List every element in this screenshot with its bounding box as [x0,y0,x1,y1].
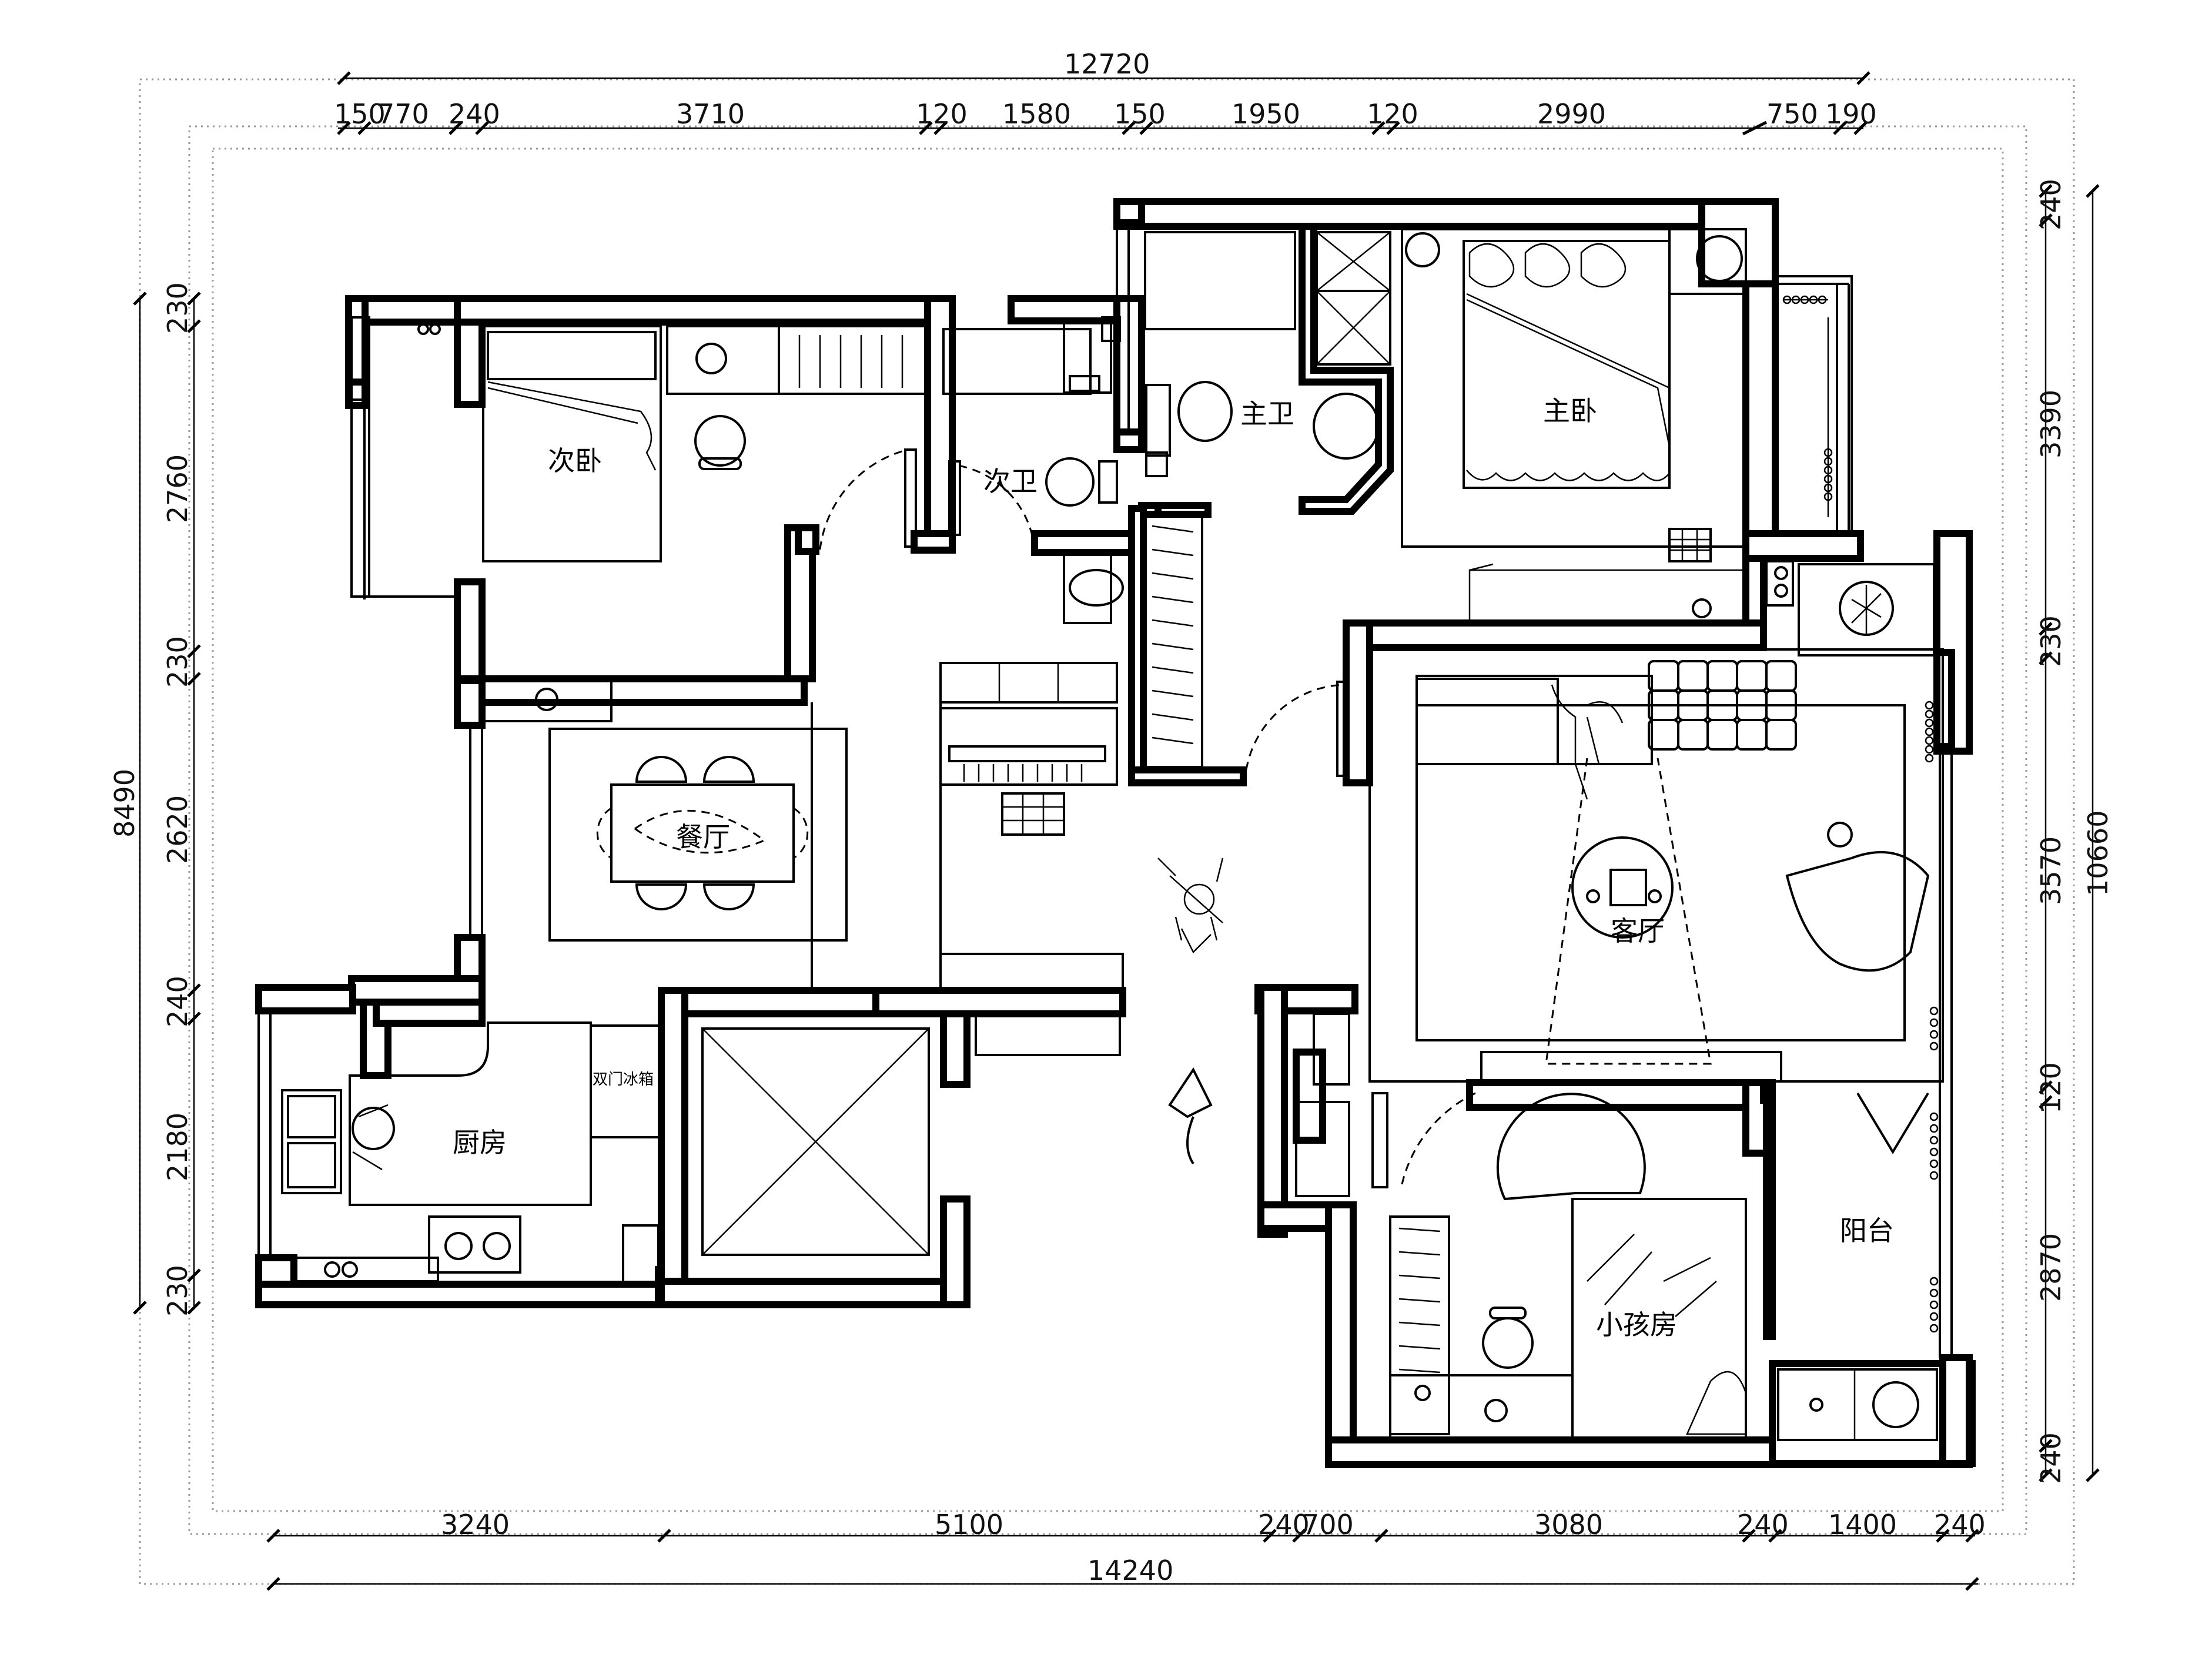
inner-frame-2 [212,148,2004,1512]
dim-top-3: 240 [449,98,500,130]
dim-top-5: 120 [916,98,968,130]
dim-bottom-6: 240 [1737,1509,1789,1540]
master-balcony-coils [1782,295,1833,501]
kitchen-fixtures [281,1021,662,1285]
corridor-door-leaf [1336,681,1349,777]
balcony-door [1856,1092,1929,1154]
top-dimensions: 12720 150 770 240 3710 120 1580 150 1950… [334,48,1877,136]
dim-left-2: 2760 [162,454,193,523]
living-radiator [1925,701,1939,1333]
dim-top-11: 750 [1766,98,1818,130]
sink-drain [1809,1398,1823,1412]
dim-right-5: 120 [2035,1062,2067,1114]
small-cabinet [1765,560,1794,607]
dim-right-2: 3390 [2035,390,2067,458]
dim-left-1: 230 [162,282,193,334]
dining-furniture [481,678,848,942]
small-cabinet-knob-1 [1774,566,1788,580]
dim-left-total: 8490 [109,769,140,838]
living-label: 客厅 [1611,915,1665,947]
corridor-cabinet [1142,513,1747,768]
dim-right-total: 10660 [2082,810,2114,896]
left-balcony-drain [417,323,429,335]
dim-left-4: 2620 [162,795,193,864]
bottom-dimensions: 3240 5100 240 700 3080 240 1400 240 1424… [266,1509,1986,1591]
dim-top-2: 770 [377,98,429,130]
left-dimensions: 8490 230 2760 230 2620 240 2180 230 [109,282,201,1317]
dim-left-7: 230 [162,1265,193,1317]
dim-right-1: 240 [2035,179,2067,230]
dim-top-7: 150 [1114,98,1166,130]
living-furniture [1368,648,1944,1083]
washer-drum [1872,1381,1919,1428]
person-figure [1157,858,1224,954]
elevator-shaft [701,1027,930,1256]
dim-bottom-3: 240 [1258,1509,1310,1540]
second-bedroom-door-leaf [904,448,917,548]
washer-unit [1777,1368,1938,1441]
dim-top-9: 120 [1367,98,1418,130]
plant-box [1798,563,1935,656]
inner-frame [188,125,2027,1535]
master-bath-fixtures [1144,231,1391,477]
dim-right-4: 3570 [2035,836,2067,905]
second-bath-fixtures [942,316,1124,624]
second-bath-door-arc [949,463,1036,550]
kids-room-label: 小孩房 [1596,1309,1677,1341]
dim-left-5: 240 [162,976,193,1027]
thin-partitions [257,226,1953,1358]
dim-left-3: 230 [162,636,193,688]
second-bath-door-leaf [948,460,961,536]
second-bedroom-furniture [482,325,927,562]
second-bedroom-door-arc [819,448,909,550]
dim-top-6: 1580 [1002,98,1071,130]
master-balcony-radiator [1784,299,1829,517]
dim-right-7: 240 [2035,1432,2067,1484]
plant-stem [1851,585,1882,635]
dim-top-10: 2990 [1537,98,1606,130]
dining-label: 餐厅 [676,821,730,853]
dim-bottom-7: 1400 [1828,1509,1897,1540]
master-balcony [1774,275,1853,536]
master-bedroom-furniture [1401,228,1747,562]
dim-bottom-1: 3240 [441,1509,510,1540]
master-bath-label: 主卫 [1240,398,1294,430]
corridor-door-arc [1245,684,1347,771]
dim-bottom-total: 14240 [1087,1555,1173,1586]
dim-top-1: 150 [334,98,386,130]
dim-top-8: 1950 [1232,98,1300,130]
dim-right-3: 230 [2035,615,2067,667]
left-balcony [350,316,370,598]
dim-bottom-2: 5100 [935,1509,1003,1540]
left-balcony-vent [346,381,364,401]
second-bedroom-label: 次卧 [548,445,602,477]
balcony-label: 阳台 [1840,1215,1894,1247]
dim-top-4: 3710 [676,98,745,130]
dim-left-6: 2180 [162,1113,193,1181]
sideboard-and-piano [939,662,1124,1056]
dim-bottom-5: 3080 [1534,1509,1603,1540]
dim-top-12: 190 [1825,98,1877,130]
second-bath-label: 次卫 [983,465,1038,497]
fridge-label: 双门冰箱 [593,1071,654,1088]
kitchen-label: 厨房 [453,1127,507,1158]
right-dimensions: 10660 240 3390 230 3570 120 2870 240 [2035,179,2114,1484]
small-cabinet-knob-2 [1774,584,1788,598]
kids-room-furniture [1295,1013,1747,1441]
walls [255,198,1976,1468]
dim-top-total: 12720 [1064,48,1150,80]
dim-right-6: 2870 [2035,1233,2067,1302]
left-balcony-drain-2 [429,323,441,335]
master-bedroom-label: 主卧 [1543,395,1597,427]
decorative-star-icon [1168,1067,1213,1165]
dim-bottom-4: 700 [1302,1509,1354,1540]
dim-bottom-8: 240 [1934,1509,1986,1540]
